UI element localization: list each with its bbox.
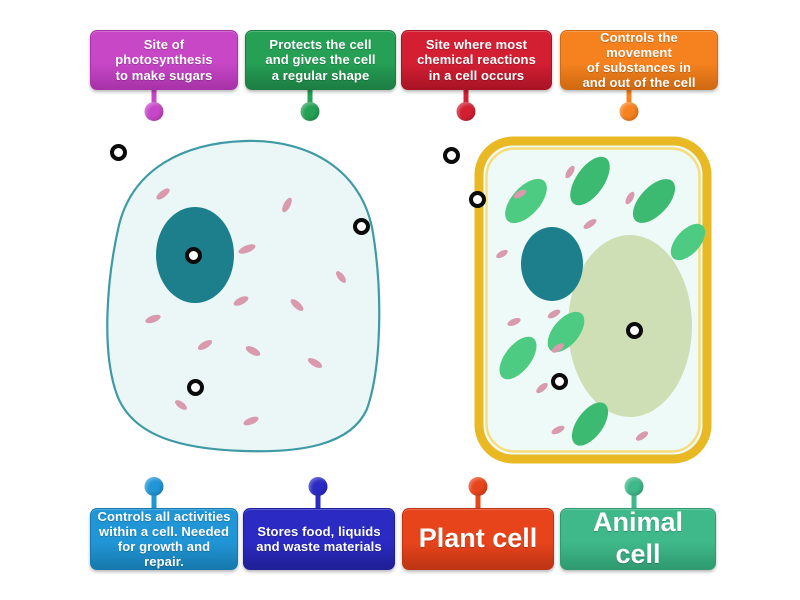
marker-plant-membrane[interactable] [469, 191, 486, 208]
marker-animal-cytoplasm[interactable] [353, 218, 370, 235]
pin-connector-animal-cell-title [623, 477, 645, 510]
label-text: Animal cell [592, 507, 684, 569]
pin-stem [151, 88, 157, 107]
pin-connector-cell-membrane-function [618, 88, 640, 121]
marker-animal-nucleus[interactable] [185, 247, 202, 264]
label-text: Controls the movement of substances in a… [582, 29, 696, 91]
label-nucleus-function[interactable]: Controls all activities within a cell. N… [90, 508, 238, 570]
label-text: Site where most chemical reactions in a … [417, 37, 536, 83]
pin-knob [308, 477, 328, 496]
plant-cell-diagram [474, 136, 712, 464]
animal-cell-diagram [105, 137, 385, 455]
pin-knob [144, 102, 164, 121]
pin-knob [144, 477, 164, 496]
label-plant-cell-title[interactable]: Plant cell [402, 508, 554, 570]
label-chloroplast-function[interactable]: Site of photosynthesis to make sugars [90, 30, 238, 90]
label-cell-membrane-function[interactable]: Controls the movement of substances in a… [560, 30, 718, 90]
label-text: Controls all activities within a cell. N… [97, 508, 231, 570]
marker-animal-membrane[interactable] [110, 144, 127, 161]
label-cytoplasm-function[interactable]: Site where most chemical reactions in a … [401, 30, 552, 90]
marker-plant-chloroplast[interactable] [551, 373, 568, 390]
marker-plant-wall[interactable] [443, 147, 460, 164]
label-text: Stores food, liquids and waste materials [256, 523, 382, 554]
label-vacuole-function[interactable]: Stores food, liquids and waste materials [243, 508, 395, 570]
cell-membrane-shape [485, 147, 701, 453]
pin-connector-vacuole-function [307, 477, 329, 510]
pin-stem [307, 88, 313, 107]
label-text: Site of photosynthesis to make sugars [115, 37, 213, 83]
mitochondria-group [496, 165, 649, 441]
pin-connector-cell-wall-function [299, 88, 321, 121]
cell-membrane-shape [106, 139, 381, 453]
plant-cell-svg [474, 136, 712, 464]
pin-connector-cytoplasm-function [455, 88, 477, 121]
pin-knob [468, 477, 488, 496]
pin-knob [300, 102, 320, 121]
pin-stem [463, 88, 469, 107]
pin-connector-chloroplast-function [143, 88, 165, 121]
label-animal-cell-title[interactable]: Animal cell [560, 507, 716, 570]
label-text: Plant cell [418, 523, 538, 554]
pin-knob [624, 477, 644, 496]
pin-knob [619, 102, 639, 121]
marker-animal-lower[interactable] [187, 379, 204, 396]
animal-cell-svg [106, 139, 381, 453]
pin-knob [456, 102, 476, 121]
chloroplast-group [499, 156, 706, 446]
pin-connector-nucleus-function [143, 477, 165, 510]
pin-stem [626, 88, 632, 107]
nucleus-shape [521, 227, 583, 301]
mitochondria-group [145, 188, 346, 426]
pin-connector-plant-cell-title [467, 477, 489, 510]
marker-plant-vacuole[interactable] [626, 322, 643, 339]
label-text: Protects the cell and gives the cell a r… [265, 37, 376, 83]
label-cell-wall-function[interactable]: Protects the cell and gives the cell a r… [245, 30, 396, 90]
